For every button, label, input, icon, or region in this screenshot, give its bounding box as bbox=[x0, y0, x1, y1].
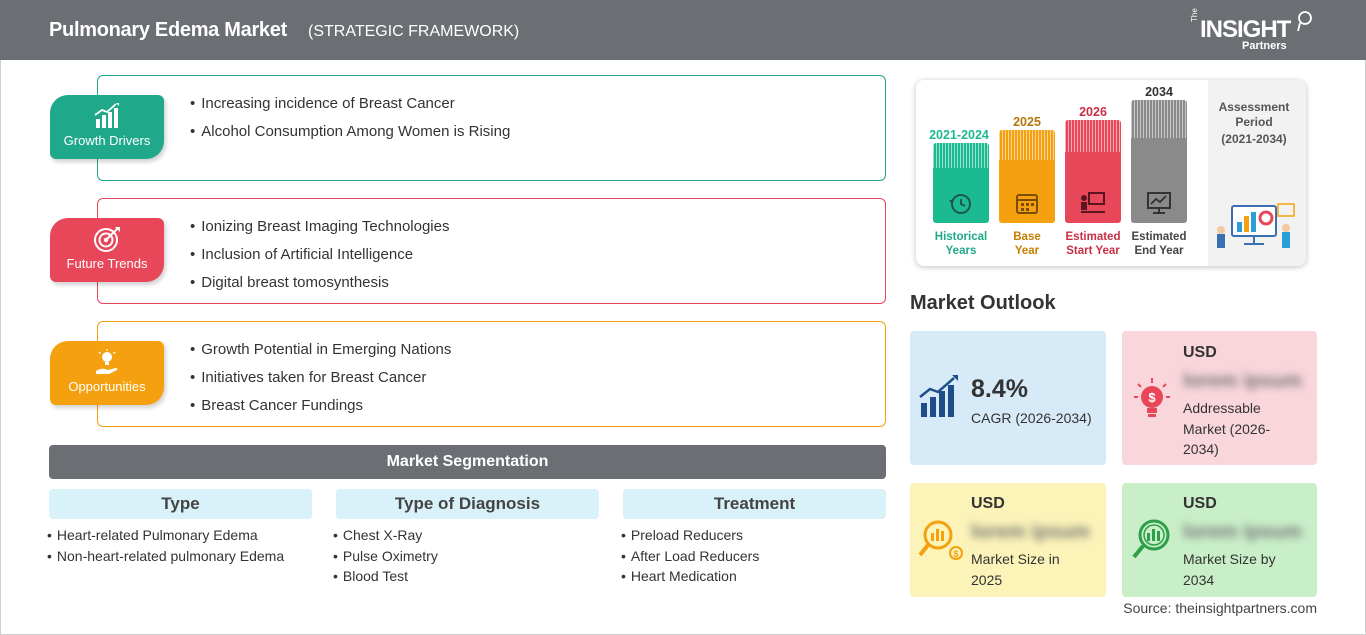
future-trends-label: Future Trends bbox=[66, 256, 148, 271]
lightbulb-hand-icon bbox=[96, 349, 118, 374]
assessment-line1: Assessment bbox=[1218, 100, 1290, 114]
growth-chart-icon bbox=[919, 375, 958, 417]
cagr-card: 8.4% CAGR (2026-2034) bbox=[910, 331, 1106, 465]
segment-heading-type: Type bbox=[49, 489, 312, 519]
logo-partners: Partners bbox=[1242, 40, 1287, 52]
list-item: Preload Reducers bbox=[621, 525, 759, 546]
logo-the: The bbox=[1190, 8, 1199, 22]
period-label-base: Base Year bbox=[1013, 231, 1041, 257]
addressable-label: Addressable Market (2026- 2034) bbox=[1183, 400, 1271, 457]
period-bar-start bbox=[1065, 120, 1121, 223]
assessment-timeline: Assessment Period (2021-2034) 2021-2024 … bbox=[916, 80, 1306, 266]
period-year-historical: 2021-2024 bbox=[929, 128, 989, 142]
svg-text:$: $ bbox=[1148, 390, 1156, 405]
list-item: Blood Test bbox=[333, 566, 438, 587]
lightbulb-dollar-icon: $ bbox=[1134, 378, 1170, 417]
segment-heading-treatment: Treatment bbox=[623, 489, 886, 519]
list-item: Increasing incidence of Breast Cancer bbox=[190, 90, 510, 118]
period-label-start: Estimated Start Year bbox=[1065, 231, 1121, 257]
market-size-2034-value-blurred: lorem ipsum bbox=[1183, 521, 1302, 543]
header: Pulmonary Edema Market (STRATEGIC FRAMEW… bbox=[0, 0, 1366, 60]
period-label-historical: Historical Years bbox=[934, 231, 988, 257]
list-item: Alcohol Consumption Among Women is Risin… bbox=[190, 118, 510, 146]
history-icon bbox=[949, 194, 971, 214]
future-trends-badge: Future Trends bbox=[50, 218, 164, 282]
market-size-2034-card: USD lorem ipsum Market Size by 2034 bbox=[1122, 483, 1317, 597]
period-bar-end bbox=[1131, 100, 1187, 223]
period-bar-base bbox=[999, 130, 1055, 223]
list-item: Initiatives taken for Breast Cancer bbox=[190, 364, 451, 392]
segmentation-title: Market Segmentation bbox=[49, 445, 886, 479]
period-label-end: Estimated End Year bbox=[1131, 231, 1187, 257]
market-outlook-title: Market Outlook bbox=[910, 292, 1056, 314]
future-trends-card: Ionizing Breast Imaging Technologies Inc… bbox=[97, 198, 886, 304]
market-size-2025-card: $ USD lorem ipsum Market Size in 2025 bbox=[910, 483, 1106, 597]
calendar-icon bbox=[1016, 194, 1038, 214]
period-year-start: 2026 bbox=[1079, 105, 1107, 119]
list-item: Breast Cancer Fundings bbox=[190, 392, 451, 420]
list-item: Ionizing Breast Imaging Technologies bbox=[190, 213, 449, 241]
list-item: Growth Potential in Emerging Nations bbox=[190, 336, 451, 364]
list-item: After Load Reducers bbox=[621, 546, 759, 567]
future-trends-list: Ionizing Breast Imaging Technologies Inc… bbox=[190, 213, 449, 297]
list-item: Digital breast tomosynthesis bbox=[190, 269, 449, 297]
list-item: Heart-related Pulmonary Edema bbox=[47, 525, 284, 546]
list-item: Pulse Oximetry bbox=[333, 546, 438, 567]
insight-partners-logo[interactable]: The INSIGHT Partners bbox=[1188, 8, 1318, 56]
segment-list-type: Heart-related Pulmonary Edema Non-heart-… bbox=[47, 525, 284, 566]
cagr-value: 8.4% bbox=[971, 375, 1028, 403]
list-item: Inclusion of Artificial Intelligence bbox=[190, 241, 449, 269]
market-size-2025-label: Market Size in 2025 bbox=[971, 551, 1060, 588]
assessment-line3: (2021-2034) bbox=[1221, 132, 1287, 146]
svg-text:$: $ bbox=[953, 549, 958, 559]
magnifier-chart-icon bbox=[1132, 519, 1170, 559]
segment-heading-diagnosis: Type of Diagnosis bbox=[336, 489, 599, 519]
target-icon bbox=[94, 227, 120, 252]
page-title: Pulmonary Edema Market bbox=[49, 19, 287, 41]
list-item: Non-heart-related pulmonary Edema bbox=[47, 546, 284, 567]
opportunities-card: Growth Potential in Emerging Nations Ini… bbox=[97, 321, 886, 427]
presentation-icon bbox=[1081, 192, 1105, 213]
market-size-2034-label: Market Size by 2034 bbox=[1183, 551, 1276, 588]
segment-list-diagnosis: Chest X-Ray Pulse Oximetry Blood Test bbox=[333, 525, 438, 587]
assessment-period: Assessment Period (2021-2034) bbox=[1208, 100, 1300, 147]
addressable-market-card: $ USD lorem ipsum Addressable Market (20… bbox=[1122, 331, 1317, 465]
source-credit[interactable]: Source: theinsightpartners.com bbox=[1123, 600, 1317, 616]
addressable-value-blurred: lorem ipsum bbox=[1183, 370, 1302, 392]
cagr-label: CAGR (2026-2034) bbox=[971, 410, 1092, 426]
monitor-chart-icon bbox=[1147, 192, 1171, 214]
analysts-illustration-icon bbox=[1217, 203, 1295, 248]
growth-chart-icon bbox=[94, 103, 119, 128]
growth-drivers-badge: Growth Drivers bbox=[50, 95, 164, 159]
market-size-2034-usd: USD bbox=[1183, 495, 1217, 512]
opportunities-badge: Opportunities bbox=[50, 341, 164, 405]
market-size-2025-usd: USD bbox=[971, 495, 1005, 512]
opportunities-list: Growth Potential in Emerging Nations Ini… bbox=[190, 336, 451, 420]
list-item: Heart Medication bbox=[621, 566, 759, 587]
growth-drivers-list: Increasing incidence of Breast Cancer Al… bbox=[190, 90, 510, 146]
period-bar-historical bbox=[933, 143, 989, 223]
market-size-2025-value-blurred: lorem ipsum bbox=[971, 521, 1090, 543]
assessment-line2: Period bbox=[1235, 115, 1273, 129]
segment-list-treatment: Preload Reducers After Load Reducers Hea… bbox=[621, 525, 759, 587]
growth-drivers-label: Growth Drivers bbox=[63, 133, 151, 148]
list-item: Chest X-Ray bbox=[333, 525, 438, 546]
growth-drivers-card: Increasing incidence of Breast Cancer Al… bbox=[97, 75, 886, 181]
logo-swoosh-icon bbox=[1297, 11, 1312, 32]
page-subtitle: (STRATEGIC FRAMEWORK) bbox=[308, 23, 520, 40]
logo-insight: INSIGHT bbox=[1200, 16, 1291, 43]
opportunities-label: Opportunities bbox=[68, 379, 146, 394]
addressable-usd: USD bbox=[1183, 344, 1217, 361]
magnifier-dollar-icon: $ bbox=[918, 520, 963, 560]
period-year-base: 2025 bbox=[1013, 115, 1041, 129]
period-year-end: 2034 bbox=[1145, 85, 1173, 99]
